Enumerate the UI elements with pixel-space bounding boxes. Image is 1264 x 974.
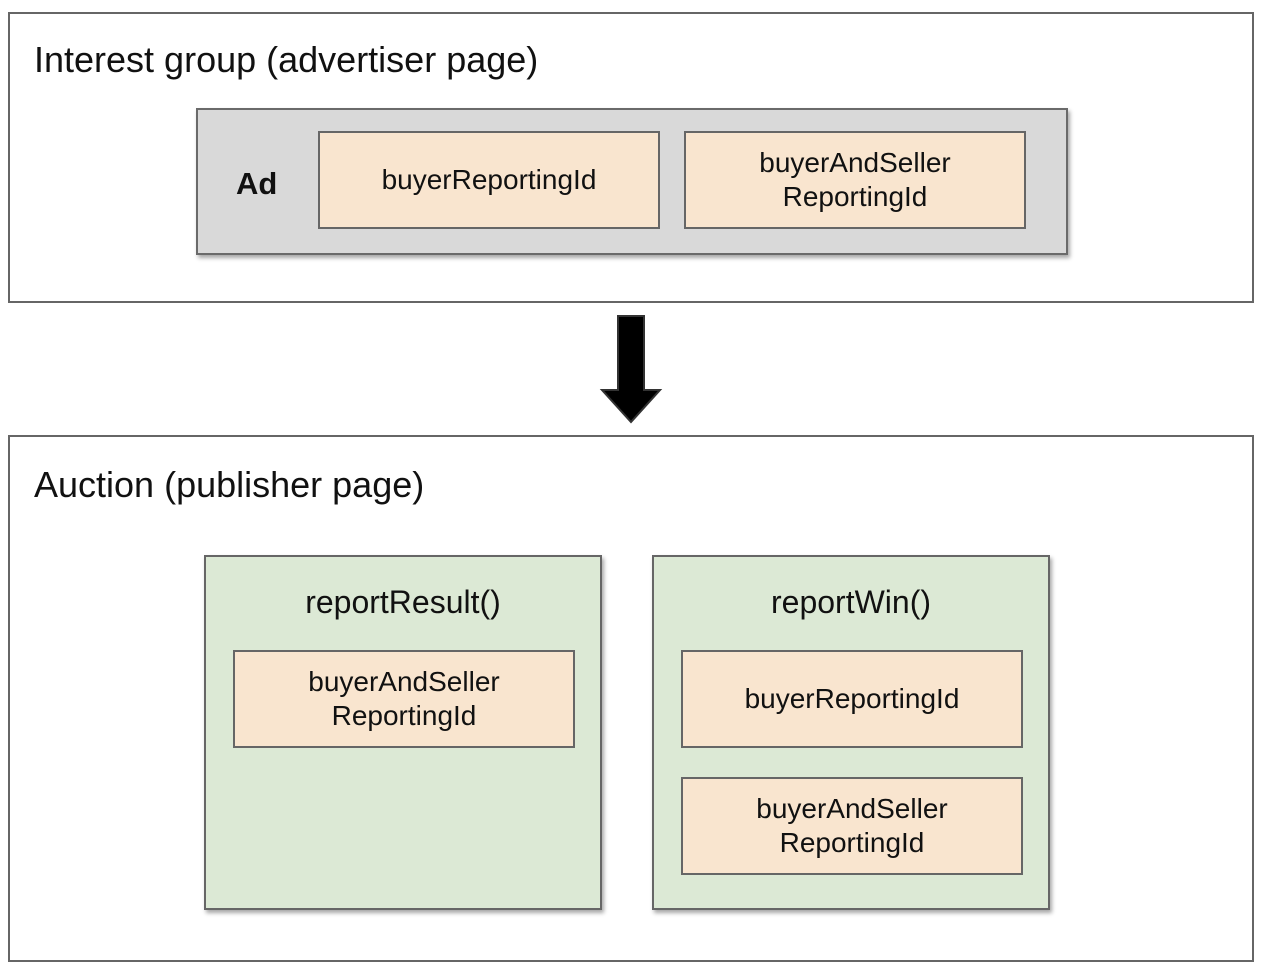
report-result-title: reportResult(): [305, 584, 501, 620]
report-win-title: reportWin(): [770, 584, 931, 620]
ad-box: Ad buyerReportingId buyerAndSeller Repor…: [196, 108, 1068, 255]
auction-title: Auction (publisher page): [34, 464, 425, 505]
interest-group-title: Interest group (advertiser page): [34, 39, 539, 80]
report-win-buyer-reporting-id: buyerReportingId: [681, 650, 1023, 748]
arrow-down-icon: [599, 315, 663, 424]
ad-buyer-and-seller-reporting-id: buyerAndSeller ReportingId: [684, 131, 1026, 229]
auction-panel: Auction (publisher page) reportResult() …: [8, 435, 1254, 962]
report-result-function-box: reportResult() buyerAndSeller ReportingI…: [204, 555, 602, 910]
report-result-buyer-and-seller-reporting-id: buyerAndSeller ReportingId: [233, 650, 575, 748]
ad-label: Ad: [236, 166, 278, 201]
ad-buyer-reporting-id: buyerReportingId: [318, 131, 660, 229]
report-win-buyer-and-seller-reporting-id: buyerAndSeller ReportingId: [681, 777, 1023, 875]
interest-group-panel: Interest group (advertiser page) Ad buye…: [8, 12, 1254, 303]
report-win-function-box: reportWin() buyerReportingId buyerAndSel…: [652, 555, 1050, 910]
